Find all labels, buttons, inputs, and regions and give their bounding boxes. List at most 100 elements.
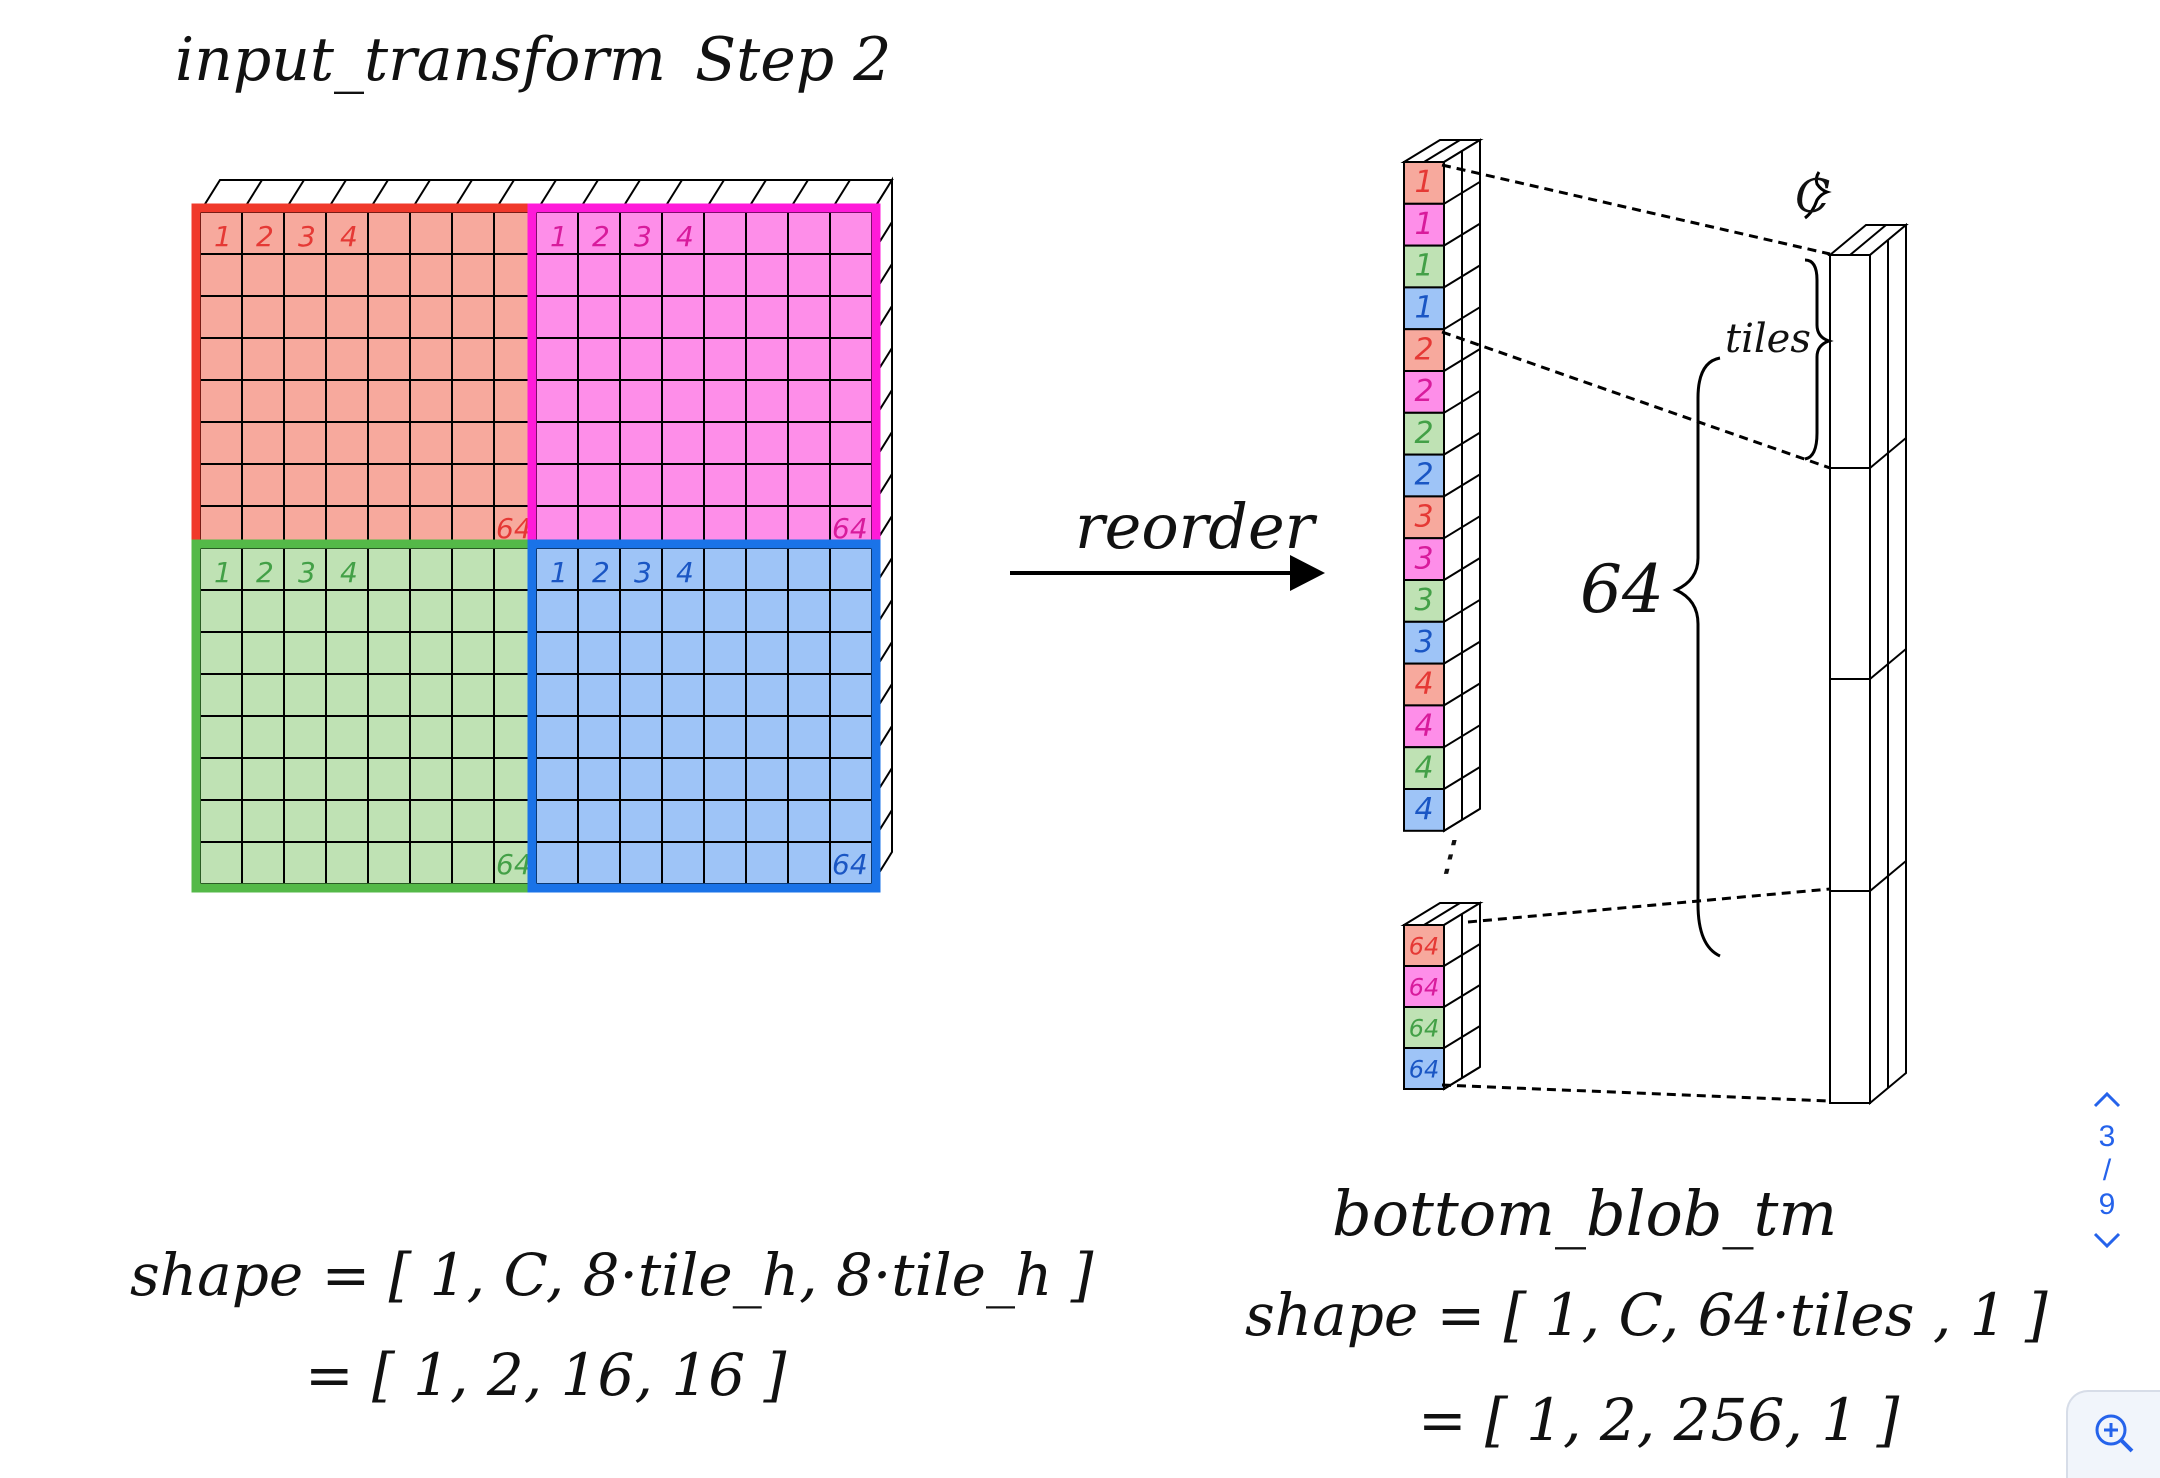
quadrant-border	[527, 539, 881, 893]
stack-ellipsis: ⋮	[1426, 831, 1468, 880]
stack-cell-label: 2	[1414, 332, 1433, 367]
stack-side-line	[1443, 984, 1481, 1008]
corner-label: 64	[832, 848, 868, 881]
reorder-arrow-head	[1290, 555, 1325, 591]
stack-cell-label: 2	[1414, 416, 1433, 451]
stack-cell-label: 2	[1414, 458, 1433, 493]
brace-c	[1804, 171, 1832, 220]
stack-side-line	[1443, 807, 1481, 832]
stack-cell-label: 3	[1414, 583, 1433, 618]
stack-top-line	[1423, 902, 1461, 926]
stack-cell-label: 1	[1414, 207, 1433, 242]
output-block-line	[1869, 648, 1907, 680]
stack-cell	[1403, 370, 1445, 414]
dashed-connectors	[1441, 163, 1831, 1103]
stack-cell	[1403, 1006, 1445, 1049]
stack-cell-label: 3	[1414, 499, 1433, 534]
brace-64	[1672, 356, 1721, 958]
output-block-line	[1869, 860, 1907, 892]
stack-cell	[1403, 704, 1445, 749]
cell-label: 4	[676, 556, 694, 589]
output-column	[1827, 222, 1909, 1106]
page-separator: /	[2102, 1154, 2112, 1187]
corner-label: 64	[496, 848, 532, 881]
current-page: 3	[2098, 1120, 2116, 1153]
stack-top-line	[1423, 139, 1461, 163]
stack-side-line	[1443, 598, 1481, 623]
cell-label: 4	[676, 220, 694, 253]
stack-cell-label: 64	[1409, 933, 1440, 961]
brace-tiles-label: tiles	[1725, 316, 1811, 362]
connector-tail-top	[1467, 887, 1831, 924]
stack-side-line	[1443, 306, 1481, 331]
chevron-down-icon[interactable]	[2072, 1222, 2142, 1262]
input-transform-title: input_transform	[175, 25, 666, 95]
connector-tail-bottom	[1441, 1083, 1831, 1103]
cell-label: 3	[298, 556, 316, 589]
total-pages: 9	[2098, 1188, 2116, 1221]
output-block-line	[1869, 437, 1907, 469]
stack-cell-label: 3	[1414, 625, 1433, 660]
stack-cell-label: 64	[1409, 1056, 1440, 1084]
stack-cell	[1403, 537, 1445, 582]
connector-top	[1441, 163, 1831, 256]
stack-side-line	[1443, 264, 1481, 289]
stack-cell-label: 2	[1414, 374, 1433, 409]
stack-cell-label: 1	[1414, 290, 1433, 325]
stack-cell	[1403, 924, 1445, 967]
stack-side-line	[1443, 682, 1481, 707]
stack-cell-label: 1	[1414, 249, 1433, 284]
brace-c-label: C	[1795, 169, 1830, 223]
cell-label: 1	[550, 556, 568, 589]
stack-cell	[1403, 495, 1445, 540]
step-label: Step 2	[695, 25, 891, 95]
stack-side-line	[1443, 348, 1481, 372]
stack-side-line	[1443, 766, 1481, 790]
stack-cell-label: 4	[1414, 667, 1433, 702]
cell-label: 2	[592, 556, 610, 589]
left-shape-line2: = [ 1, 2, 16, 16 ]	[305, 1341, 787, 1409]
left-shape-line1: shape = [ 1, C, 8·tile_h, 8·tile_h ]	[130, 1241, 1094, 1309]
brace-tiles	[1804, 258, 1834, 461]
right-shape-line2: = [ 1, 2, 256, 1 ]	[1418, 1386, 1900, 1454]
stack-cell-label: 4	[1414, 708, 1433, 743]
stack-cell-label: 64	[1409, 1015, 1440, 1043]
brace-64-label: 64	[1580, 551, 1664, 628]
zoom-in-icon	[2092, 1411, 2136, 1459]
page-navigator: 3 / 9	[2072, 1080, 2142, 1262]
cell-label: 3	[634, 556, 652, 589]
cell-label: 1	[550, 220, 568, 253]
cell-label: 2	[256, 220, 274, 253]
stack-cell	[1403, 328, 1445, 373]
stack-cell-label: 4	[1414, 750, 1433, 785]
cell-label: 3	[634, 220, 652, 253]
chevron-up-icon[interactable]	[2072, 1080, 2142, 1120]
stack-cell	[1403, 662, 1445, 707]
stack-side-line	[1443, 1025, 1481, 1049]
stack-cell-label: 1	[1414, 165, 1433, 200]
reorder-label: reorder	[1075, 490, 1318, 563]
bottom-blob-title: bottom_blob_tm	[1332, 1177, 1837, 1250]
stack-cell	[1403, 788, 1445, 832]
stack-side-line	[1443, 640, 1481, 665]
cell-label: 1	[214, 220, 232, 253]
output-top-line	[1849, 224, 1887, 256]
stack-cell	[1403, 286, 1445, 331]
stack-side-line	[1443, 557, 1481, 581]
connector-tile2	[1441, 330, 1831, 470]
cell-label: 2	[256, 556, 274, 589]
cell-label: 2	[592, 220, 610, 253]
stack-side-line	[1443, 724, 1481, 749]
zoom-in-button[interactable]	[2066, 1390, 2160, 1478]
cell-label: 3	[298, 220, 316, 253]
stack-cell	[1403, 453, 1445, 498]
stack-side-line	[1443, 473, 1481, 498]
